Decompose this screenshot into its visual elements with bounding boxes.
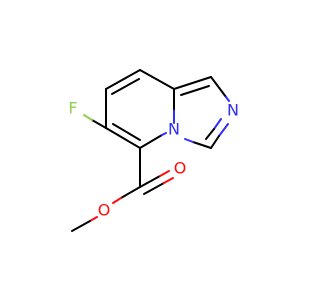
atom-labels: F N N O O [68,99,239,220]
bond-c5-n4-colored [161,132,167,136]
bond-o-methyl-black [71,220,91,232]
bond-n2-c3-double-black [205,128,215,140]
bond-c6-f-colored [83,114,93,121]
bond-c6-f [91,119,107,129]
bond-c3-n4 [192,141,212,149]
ester-oxygen-label: O [98,201,111,220]
bond-c1-n2 [210,76,227,98]
bond-c8a-c1 [173,76,212,90]
bond-c6-c5-double [112,123,141,141]
bonds [71,69,230,232]
bond-c-carbonyl-o [139,175,161,188]
bond-c-carbonyl-o-double [143,182,165,195]
bond-c-carbonyl-o-colored [159,170,170,177]
carbonyl-oxygen-label: O [174,159,187,178]
bond-c8-c7 [105,69,141,90]
bond-c-carbonyl-o-double-colored [163,177,174,184]
bond-c3-n4-colored [184,138,194,143]
bond-n2-c3 [218,123,229,137]
bond-c1-n2-colored [225,96,230,102]
molecule-structure: F N N O O [68,69,239,232]
bond-c-ester-o [120,186,141,199]
bond-c8a-c8 [139,69,175,90]
bond-o-methyl [89,216,98,222]
bond-c8a-c1-double [180,85,210,96]
structure-canvas: F N N O O [68,69,239,232]
bond-c-ester-o-colored [112,197,122,204]
ring-nitrogen-label: N [168,120,180,139]
fluorine-label: F [68,99,77,118]
bond-c8-c7-double [111,78,140,95]
bond-n2-c3-double [213,118,222,130]
bond-c6-c5 [105,127,141,149]
bond-c5-n4 [139,134,163,149]
bond-n2-c3-black [210,135,220,149]
imine-nitrogen-label: N [227,101,239,120]
